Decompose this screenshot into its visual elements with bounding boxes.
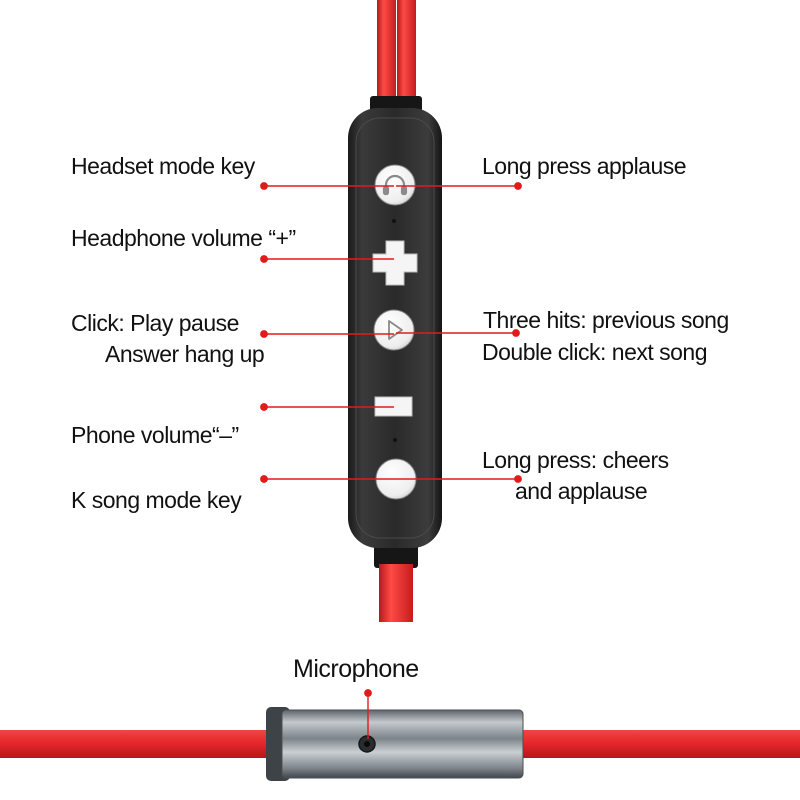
- label-microphone: Microphone: [293, 655, 419, 683]
- indicator-dot-bottom: [393, 438, 397, 442]
- label-double-click-next: Double click: next song: [482, 339, 708, 365]
- headset-mode-button[interactable]: [374, 164, 416, 206]
- label-headset-mode-key: Headset mode key: [71, 153, 255, 179]
- play-icon: [388, 320, 403, 340]
- indicator-dot-top: [392, 219, 396, 223]
- label-three-hits-previous: Three hits: previous song: [483, 307, 729, 333]
- cable-bottom: [379, 564, 413, 622]
- cable-top-left: [377, 0, 396, 100]
- label-headphone-volume-plus: Headphone volume “+”: [71, 225, 296, 251]
- label-and-applause: and applause: [515, 478, 648, 504]
- volume-up-button[interactable]: [372, 240, 418, 286]
- label-k-song-mode-key: K song mode key: [71, 487, 242, 513]
- mic-cable-left: [0, 730, 280, 758]
- pointer-microphone: [364, 689, 372, 739]
- play-pause-button[interactable]: [373, 309, 415, 351]
- plus-icon: [372, 240, 418, 286]
- cable-top-right: [397, 0, 416, 100]
- microphone-housing: [266, 707, 524, 781]
- label-click-play-pause: Click: Play pause: [71, 310, 239, 336]
- headphones-icon: [382, 174, 408, 196]
- remote-face-highlight: [355, 117, 435, 539]
- label-phone-volume-minus: Phone volume“–”: [71, 422, 239, 448]
- label-long-press-cheers: Long press: cheers: [482, 447, 669, 473]
- microphone-hole-icon: [358, 735, 376, 753]
- label-answer-hang-up: Answer hang up: [105, 341, 265, 367]
- mic-cable-right: [515, 730, 800, 758]
- pointer-lines: [260, 182, 522, 483]
- label-long-press-applause: Long press applause: [482, 153, 687, 179]
